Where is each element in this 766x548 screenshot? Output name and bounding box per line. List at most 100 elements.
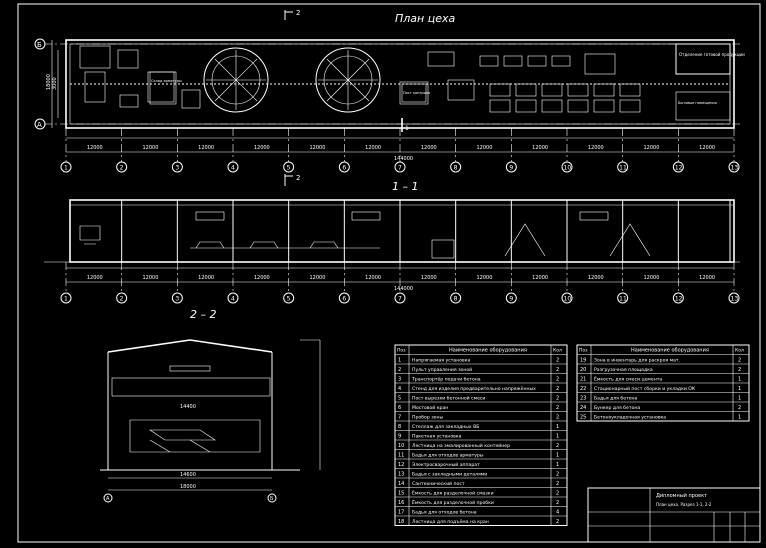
span-dimension: 12000 (143, 145, 159, 151)
axis-bubble-13 (728, 292, 740, 304)
plan-total-dimension: 144000 (394, 156, 413, 162)
table-right-cell-name: Зона в инвентарь для раскроя мат. (594, 358, 680, 364)
axis-bubble-12 (672, 161, 684, 173)
table-right-cell-pos: 24 (580, 405, 586, 411)
axis-label-7: 7 (398, 296, 402, 303)
table-left-cell-name: Бадья для отходов арматуры (412, 453, 484, 459)
axis-bubble-6 (338, 161, 350, 173)
svg-text:А: А (37, 121, 42, 129)
table-left-cell-name: Лестница для подъёма на кран (412, 519, 489, 525)
span-dimension: 12000 (310, 145, 326, 151)
axis-bubble-9 (505, 161, 517, 173)
axis-label-4: 4 (231, 296, 235, 303)
table-left-header-pos: Поз (397, 348, 406, 354)
svg-text:А: А (106, 496, 110, 502)
table-right-cell-pos: 20 (580, 367, 586, 373)
axis-label-9: 9 (509, 165, 513, 172)
plan-room-rebar: Склад арматуры (149, 71, 182, 105)
svg-text:План цеха. Разрез 1-1, 2-2: План цеха. Разрез 1-1, 2-2 (656, 502, 712, 507)
table-left-cell-qty: 2 (556, 472, 559, 478)
section-1-title: 1 – 1 (392, 180, 419, 193)
table-left-cell-qty: 2 (556, 443, 559, 449)
axis-bubble-7 (394, 292, 406, 304)
table-right-header-qty: Кол (735, 348, 744, 354)
axis-label-1: 1 (64, 296, 68, 303)
table-right-cell-qty: 1 (738, 377, 741, 383)
svg-text:Склад арматуры: Склад арматуры (151, 79, 182, 83)
axis-label-3: 3 (175, 296, 179, 303)
axis-bubble-2 (116, 292, 128, 304)
axis-bubble-6 (338, 292, 350, 304)
axis-label-10: 10 (564, 296, 572, 303)
table-left-cell-name: Стеллаж для закладных ВБ (412, 424, 479, 430)
table-left-cell-qty: 2 (556, 481, 559, 487)
table-left-cell-name: Пост вырезки бетонной смеси (412, 395, 485, 402)
table-left-cell-pos: 9 (398, 434, 401, 440)
table-right-cell-pos: 19 (580, 358, 586, 364)
section-cut-2-marker-top: 2 (284, 9, 300, 20)
span-dimension: 12000 (87, 145, 103, 151)
axis-bubble-13 (728, 161, 740, 173)
table-left-cell-pos: 11 (398, 453, 404, 459)
plan-title: План цеха (395, 12, 455, 25)
axis-label-11: 11 (619, 165, 627, 172)
table-left-cell-name: Пакетная установка (412, 434, 462, 440)
section-1-total-dimension: 144000 (394, 286, 413, 292)
svg-text:Бытовые помещения: Бытовые помещения (678, 101, 717, 105)
plan-width-dimension: 18000 3000 (46, 40, 59, 128)
section-1-columns (69, 200, 731, 262)
axis-bubble-12 (672, 292, 684, 304)
axis-label-7: 7 (398, 165, 402, 172)
table-left-frame (394, 344, 568, 526)
axis-label-5: 5 (287, 296, 291, 303)
axis-label-6: 6 (342, 296, 346, 303)
axis-bubble-2 (116, 161, 128, 173)
svg-text:14400: 14400 (180, 404, 196, 410)
span-dimension: 12000 (644, 275, 660, 281)
axis-label-9: 9 (509, 296, 513, 303)
svg-text:3000: 3000 (52, 77, 58, 90)
table-left-header-qty: Кол (553, 348, 562, 354)
plan-circular-chamber-1 (203, 47, 269, 113)
table-left-cell-name: Напрягаемая установка (412, 358, 471, 364)
axis-bubble-5 (283, 292, 295, 304)
table-left-cell-qty: 2 (556, 358, 559, 364)
table-left-cell-name: Бадья с закладными деталями (412, 472, 487, 478)
table-right-cell-qty: 1 (738, 415, 741, 421)
table-left-cell-pos: 16 (398, 500, 404, 506)
section-2-drawing: 14600 18000 14400 А Б (100, 339, 321, 503)
table-left-cell-pos: 7 (398, 415, 401, 421)
table-left-cell-name: Лестница на эмалированный контейнер (412, 442, 510, 449)
axis-bubble-10 (561, 292, 573, 304)
table-left-cell-pos: 15 (398, 491, 404, 497)
table-left-cell-qty: 2 (556, 415, 559, 421)
table-left-cell-pos: 6 (398, 405, 401, 411)
axis-bubble-11 (617, 292, 629, 304)
axis-label-8: 8 (454, 296, 458, 303)
table-right-header-pos: Поз (579, 348, 588, 354)
span-dimension: 12000 (699, 275, 715, 281)
table-right-cell-name: Бетоноукладочная установка (594, 415, 666, 421)
table-left-cell-qty: 1 (556, 453, 559, 459)
svg-text:Отделение готовой продукции: Отделение готовой продукции (679, 52, 745, 57)
table-left-cell-qty: 2 (556, 500, 559, 506)
table-left-cell-pos: 5 (398, 396, 401, 402)
axis-label-13: 13 (731, 165, 739, 172)
table-left-cell-qty: 2 (556, 519, 559, 525)
svg-text:Дипломный проект: Дипломный проект (656, 492, 707, 499)
table-left-cell-name: Пробор зоны (412, 415, 443, 421)
axis-label-5: 5 (287, 165, 291, 172)
span-dimension: 12000 (421, 275, 437, 281)
span-dimension: 12000 (365, 145, 381, 151)
span-dimension: 12000 (588, 275, 604, 281)
table-right-cell-name: Стационарный пост сборки и укладки ОК (594, 385, 696, 392)
svg-text:2: 2 (296, 9, 300, 17)
table-left-cell-name: Ёмкость для разделочной пробки (412, 499, 494, 506)
table-left-cell-pos: 1 (398, 358, 401, 364)
table-left-cell-qty: 2 (556, 367, 559, 373)
axis-label-4: 4 (231, 165, 235, 172)
axis-bubble-11 (617, 161, 629, 173)
table-left-cell-name: Стенд для изделия предварительно напряжё… (412, 386, 536, 392)
